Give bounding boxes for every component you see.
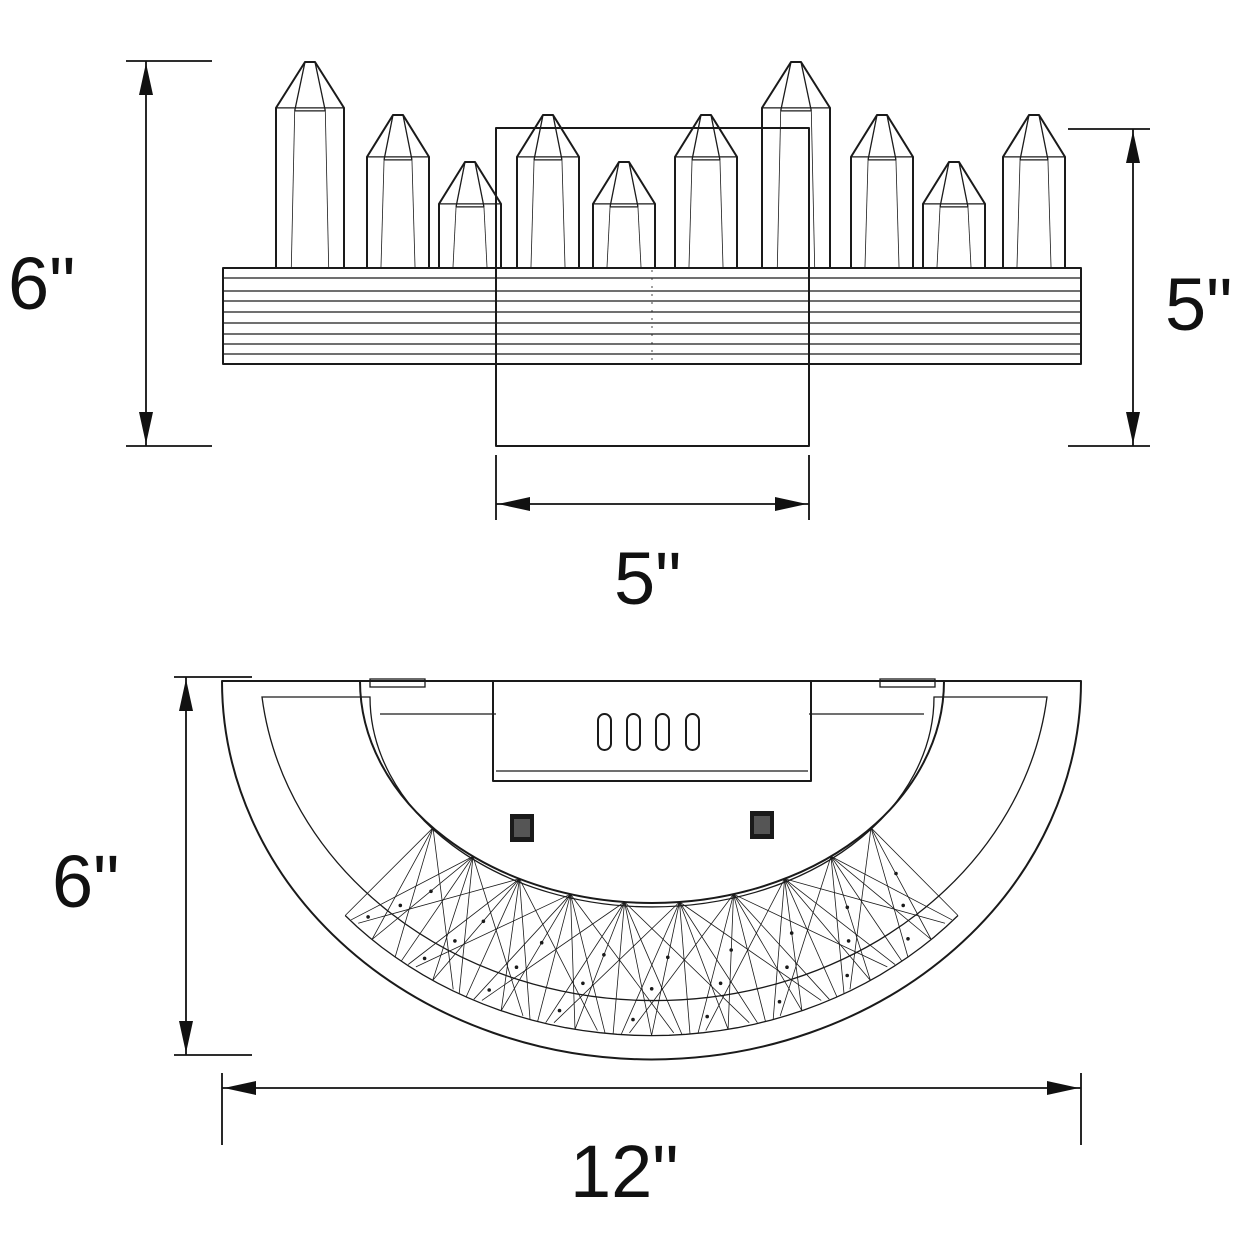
dimension-front-width: 12"	[221, 1073, 1082, 1213]
front-view: 6" 12"	[52, 676, 1082, 1213]
dimension-front-height: 6"	[52, 676, 252, 1056]
crystal-spike	[366, 114, 430, 269]
dimension-backplate-width: 5"	[495, 455, 810, 620]
dimension-top-height: 6"	[8, 60, 212, 447]
dimension-label-backplate-width: 5"	[614, 537, 681, 620]
facet-band-edge	[344, 915, 959, 1037]
outer-arc	[221, 680, 1082, 1061]
dimension-label-front-height: 6"	[52, 840, 119, 923]
mounting-tabs	[369, 678, 936, 715]
dimension-label-top-depth: 5"	[1165, 263, 1232, 346]
crystal-spike	[761, 61, 831, 269]
crystal-spike	[275, 61, 345, 269]
crystal-spike	[592, 161, 656, 269]
crystal-spike	[850, 114, 914, 269]
crystal-spike	[674, 114, 738, 269]
inner-cutout	[359, 680, 945, 904]
horizontal-bar	[222, 267, 1082, 365]
junction-box	[492, 680, 812, 782]
dimension-top-depth: 5"	[1068, 128, 1232, 447]
facet-lattice	[344, 827, 959, 1036]
inner-frame	[261, 696, 1048, 1002]
crystal-spike	[438, 161, 502, 269]
crystal-spike	[922, 161, 986, 269]
crystal-spike	[516, 114, 580, 269]
top-view: 6" 5" 5"	[8, 60, 1232, 620]
screws	[510, 811, 774, 842]
crystal-spikes	[275, 61, 1066, 269]
crystal-facets	[344, 827, 959, 1037]
crystal-spike	[1002, 114, 1066, 269]
dimension-label-front-width: 12"	[570, 1130, 679, 1213]
dimension-label-top-height: 6"	[8, 242, 75, 325]
